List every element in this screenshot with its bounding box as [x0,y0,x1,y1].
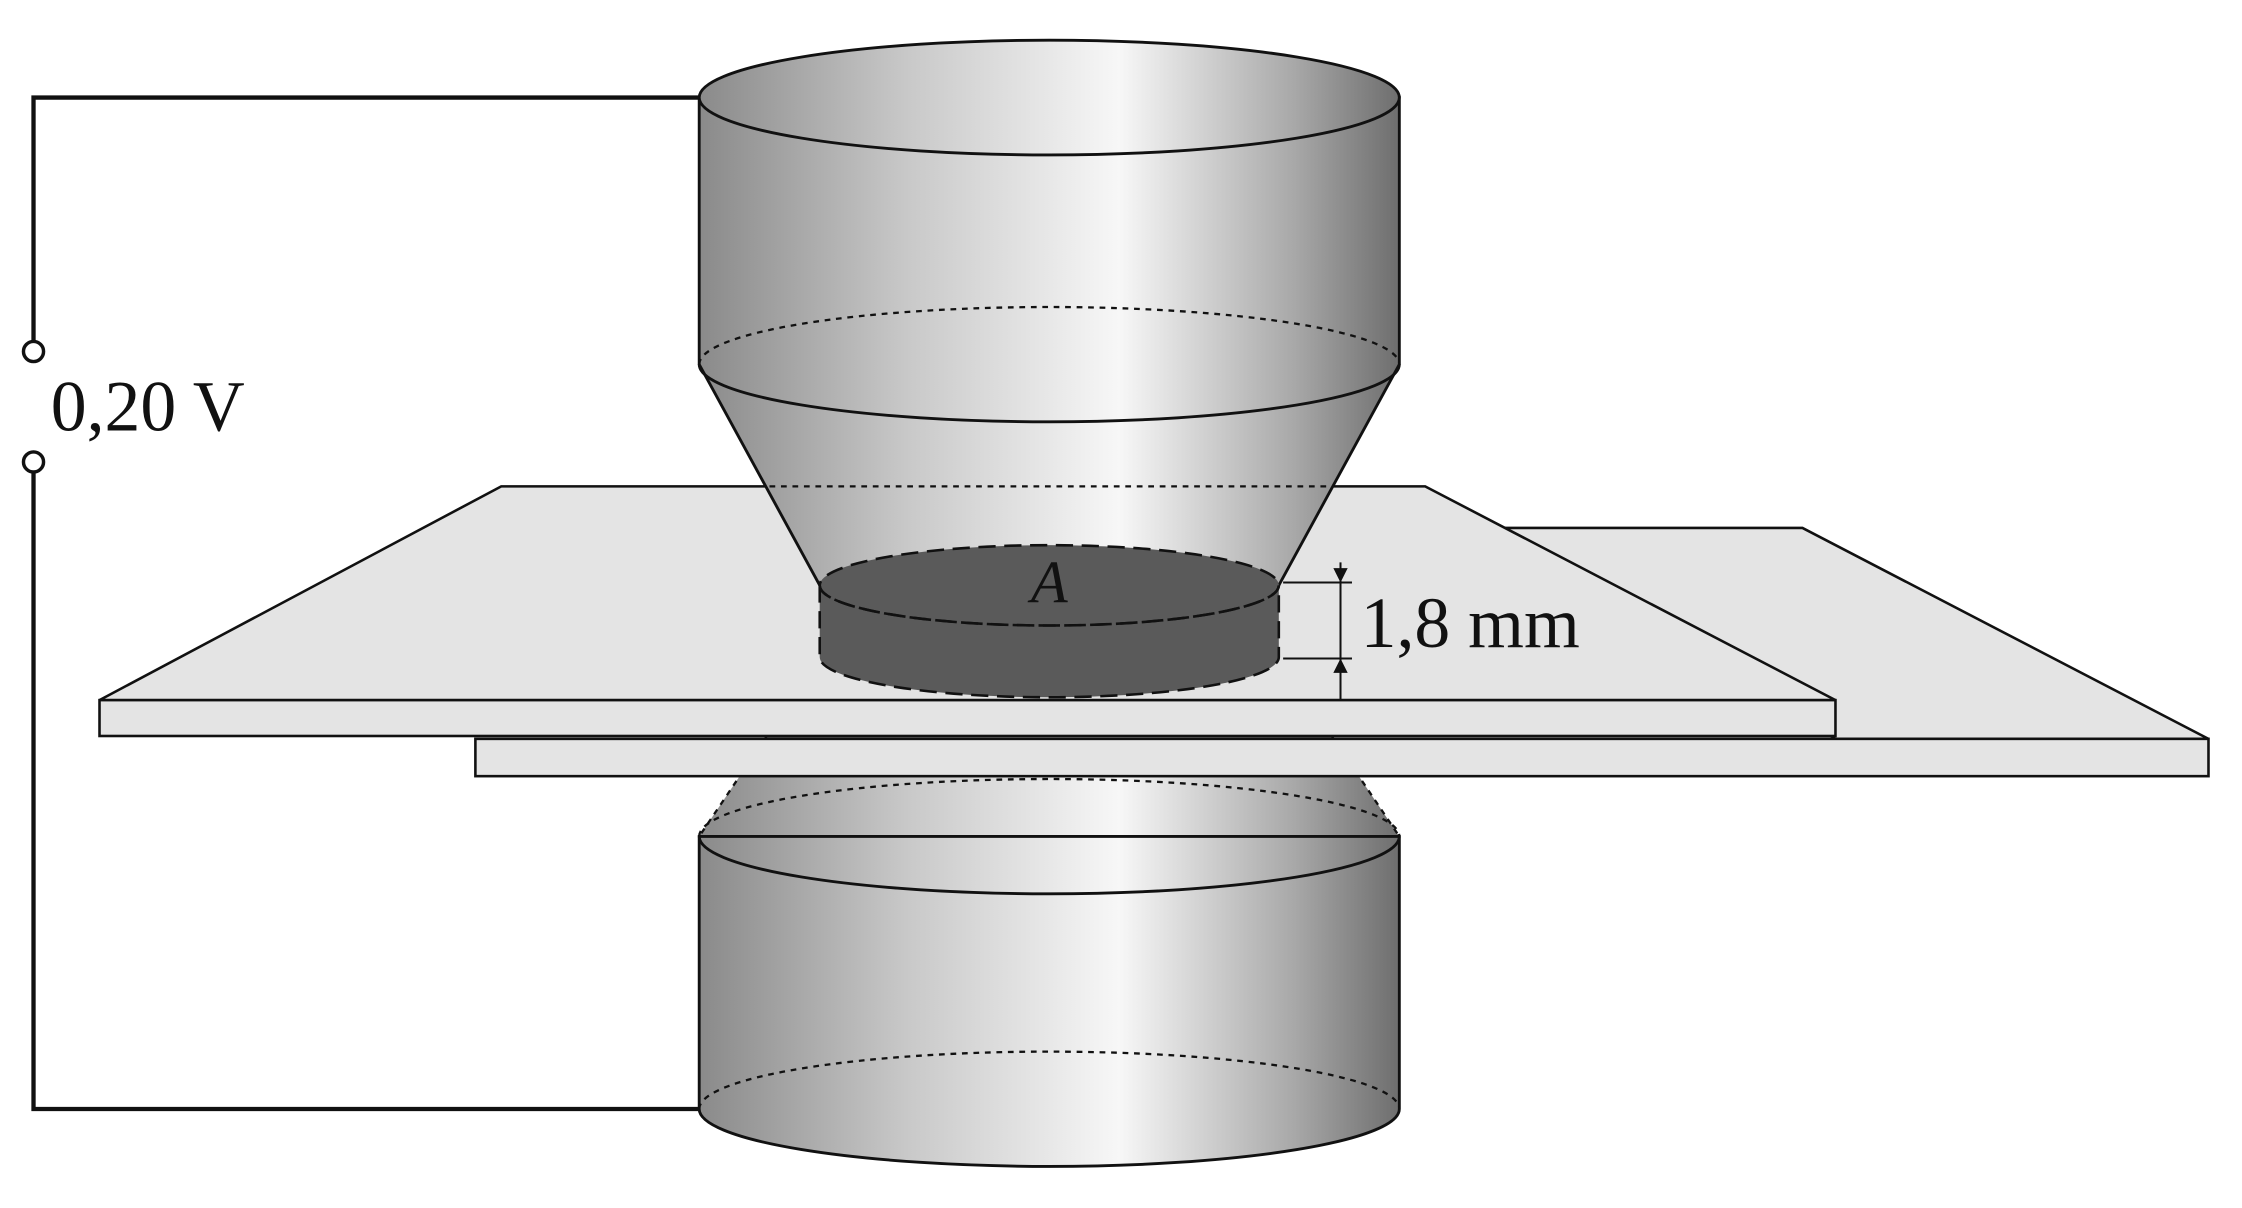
lower-plate-front-edge [474,737,2210,778]
upper-electrode [697,38,1401,587]
lower-electrode-body [697,834,1401,1168]
upper-electrode-top-face [697,38,1401,157]
thickness-label: 1,8 mm [1361,583,1580,663]
lower-electrode-top-rim-front [697,836,1401,896]
weld-nugget-front-arc [818,585,1281,627]
circuit-wire-top [31,95,700,342]
dimension-arrow-up-icon [1333,658,1348,673]
upper-electrode-body [697,96,1401,587]
terminal-top-icon [21,339,46,364]
area-label: A [1027,550,1069,617]
voltage-circuit: 0,20 V [21,95,700,1112]
thickness-dimension: 1,8 mm [1283,562,1580,701]
dimension-arrow-down-icon [1333,568,1348,583]
lower-sheet-metal-plate [474,526,2210,778]
voltage-label: 0,20 V [51,366,245,446]
terminal-bottom-icon [21,450,46,474]
upper-plate-front-edge [98,698,1837,738]
circuit-wire-bottom [31,472,700,1112]
weld-nugget: A [818,543,1281,699]
upper-electrode-shoulder-front [697,364,1401,424]
